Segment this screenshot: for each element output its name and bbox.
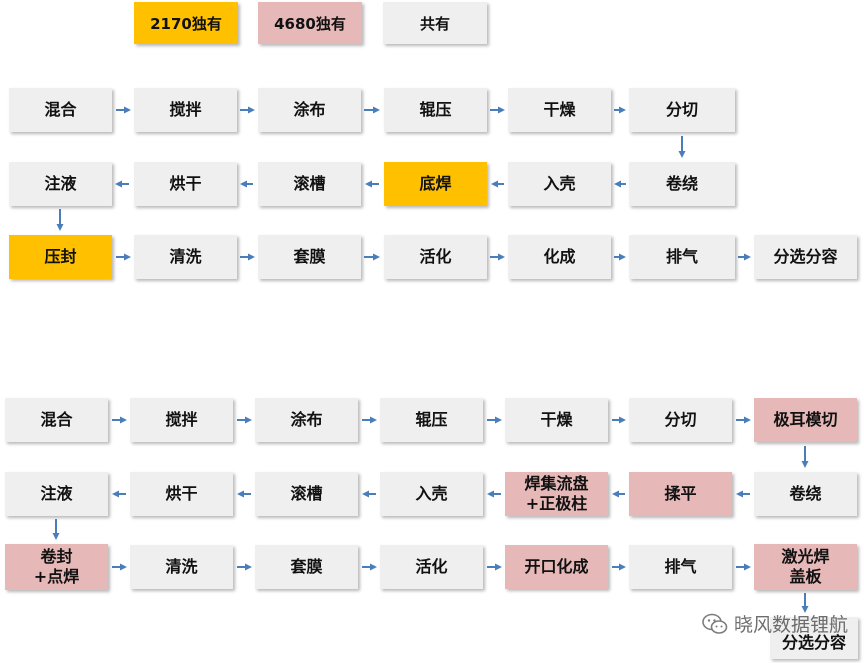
step-2170-sealing: 压封	[9, 235, 112, 279]
step-4680-flattening: 揉平	[629, 472, 732, 516]
step-2170-rolling: 辊压	[384, 88, 487, 132]
watermark-text: 晓风数据锂航	[733, 614, 848, 636]
step-2170-filling: 注液	[9, 162, 112, 206]
step-2170-drying: 干燥	[508, 88, 611, 132]
step-2170-bottom-welding: 底焊	[384, 162, 487, 206]
step-4680-cleaning: 清洗	[130, 545, 233, 589]
legend-common: 共有	[383, 2, 487, 44]
step-2170-baking: 烘干	[134, 162, 237, 206]
step-2170-sorting: 分选分容	[754, 235, 857, 279]
step-4680-laser-weld-cover-line2: 盖板	[789, 567, 822, 586]
step-4680-seal-spot-weld-line1: 卷封	[40, 547, 73, 566]
step-4680-open-formation: 开口化成	[505, 545, 608, 589]
step-4680-coating: 涂布	[255, 398, 358, 442]
step-2170-activation: 活化	[384, 235, 487, 279]
step-4680-slitting: 分切	[629, 398, 732, 442]
step-2170-winding: 卷绕	[629, 162, 735, 206]
step-2170-stirring: 搅拌	[134, 88, 237, 132]
step-2170-grooving: 滚槽	[258, 162, 361, 206]
step-4680-laser-weld-cover: 激光焊 盖板	[754, 544, 857, 590]
step-4680-tab-cutting: 极耳模切	[754, 398, 857, 442]
watermark: 晓风数据锂航	[702, 610, 848, 637]
step-4680-stirring: 搅拌	[130, 398, 233, 442]
step-4680-baking: 烘干	[130, 472, 233, 516]
step-4680-seal-spot-weld-line2: +点焊	[33, 567, 80, 586]
step-4680-casing: 入壳	[380, 472, 483, 516]
step-2170-formation: 化成	[508, 235, 611, 279]
step-4680-sorting: 分选分容	[770, 617, 858, 659]
step-4680-seal-spot-weld: 卷封 +点焊	[5, 544, 108, 590]
step-2170-degassing: 排气	[629, 235, 735, 279]
step-2170-coating: 涂布	[258, 88, 361, 132]
step-4680-sleeving: 套膜	[255, 545, 358, 589]
step-4680-collector-welding: 焊集流盘 +正极柱	[505, 472, 608, 516]
step-4680-activation: 活化	[380, 545, 483, 589]
step-4680-winding: 卷绕	[754, 472, 857, 516]
step-2170-slitting: 分切	[629, 88, 735, 132]
legend-2170-only: 2170独有	[134, 2, 238, 44]
step-4680-degassing: 排气	[629, 545, 732, 589]
step-2170-cleaning: 清洗	[134, 235, 237, 279]
step-2170-sleeving: 套膜	[258, 235, 361, 279]
step-4680-grooving: 滚槽	[255, 472, 358, 516]
step-2170-mixing: 混合	[9, 88, 112, 132]
legend-4680-only: 4680独有	[258, 2, 362, 44]
step-4680-mixing: 混合	[5, 398, 108, 442]
step-4680-collector-welding-line2: +正极柱	[525, 494, 588, 513]
step-4680-laser-weld-cover-line1: 激光焊	[781, 547, 830, 566]
step-4680-drying: 干燥	[505, 398, 608, 442]
wechat-icon	[702, 613, 728, 634]
step-4680-collector-welding-line1: 焊集流盘	[524, 474, 589, 493]
step-2170-casing: 入壳	[508, 162, 611, 206]
step-4680-rolling: 辊压	[380, 398, 483, 442]
step-4680-filling: 注液	[5, 472, 108, 516]
